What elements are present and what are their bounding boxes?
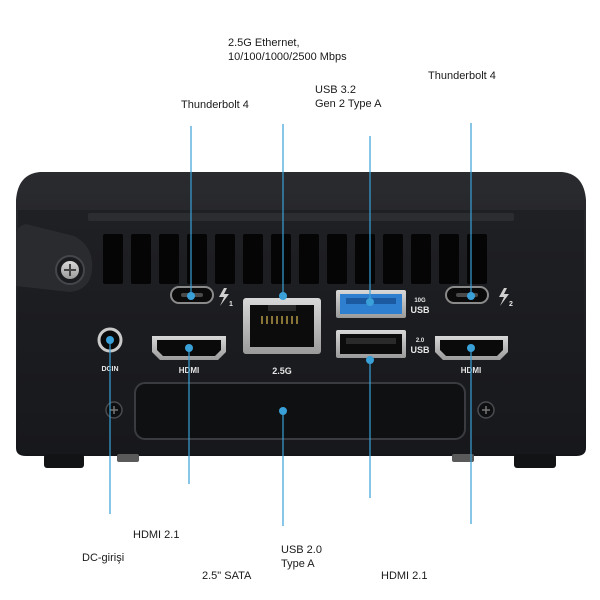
usb20-callout-line1: USB 2.0: [281, 544, 322, 556]
thunderbolt-right-callout-label: Thunderbolt 4: [428, 70, 496, 82]
usb20-port[interactable]: [336, 330, 406, 358]
thunderbolt-icon-2: 2: [499, 288, 513, 308]
screw-left: [105, 401, 123, 419]
hdmi-left-callout-label: HDMI 2.1: [133, 529, 180, 541]
callout-dot-tb-right: [467, 292, 475, 300]
callout-dot-hdmi-left: [185, 344, 193, 352]
feet: [44, 454, 556, 468]
usb32-callout-line2: Gen 2 Type A: [315, 98, 382, 110]
usb32-marking: USB: [410, 305, 430, 315]
callout-dot-sata: [279, 407, 287, 415]
ethernet-callout-line2: 10/100/1000/2500 Mbps: [228, 51, 347, 63]
callout-dot-tb-left: [187, 292, 195, 300]
usb20-callout-label: USB 2.0 Type A: [281, 543, 322, 571]
usb32-callout-label: USB 3.2 Gen 2 Type A: [315, 83, 381, 111]
usb32-callout-line1: USB 3.2: [315, 84, 356, 96]
callout-dot-ethernet: [279, 292, 287, 300]
usb20-speed-marking: 2.0: [416, 338, 425, 344]
tb-left-number: 1: [229, 301, 233, 308]
screw-right: [477, 401, 495, 419]
callout-dot-usb20: [366, 356, 374, 364]
ethernet-port[interactable]: [243, 298, 321, 354]
vent-grille: [103, 234, 487, 284]
callout-dot-dc: [106, 336, 114, 344]
callout-dots: [106, 292, 475, 415]
thunderbolt-icon-1: 1: [219, 288, 233, 308]
thunderbolt-port-2[interactable]: [445, 286, 489, 304]
ethernet-marking: 2.5G: [272, 366, 292, 376]
callout-lines: [109, 123, 472, 526]
thunderbolt-left-callout-label: Thunderbolt 4: [181, 99, 249, 111]
ethernet-callout-line1: 2.5G Ethernet,: [228, 37, 300, 49]
dc-in-callout-label: DC-girişi: [82, 552, 125, 564]
tb-right-number: 2: [509, 301, 513, 308]
sata-callout-label: 2.5" SATA: [202, 570, 252, 582]
ethernet-callout-label: 2.5G Ethernet, 10/100/1000/2500 Mbps: [228, 36, 347, 64]
callout-dot-hdmi-right: [467, 344, 475, 352]
usb32-speed-marking: 10G: [414, 298, 426, 304]
callout-dot-usb32: [366, 298, 374, 306]
usb20-marking: USB: [410, 345, 430, 355]
lock-bracket: [16, 224, 93, 292]
hdmi-right-callout-label: HDMI 2.1: [381, 570, 428, 582]
usb20-callout-line2: Type A: [281, 558, 315, 570]
sata-bay-cover: [134, 382, 466, 440]
